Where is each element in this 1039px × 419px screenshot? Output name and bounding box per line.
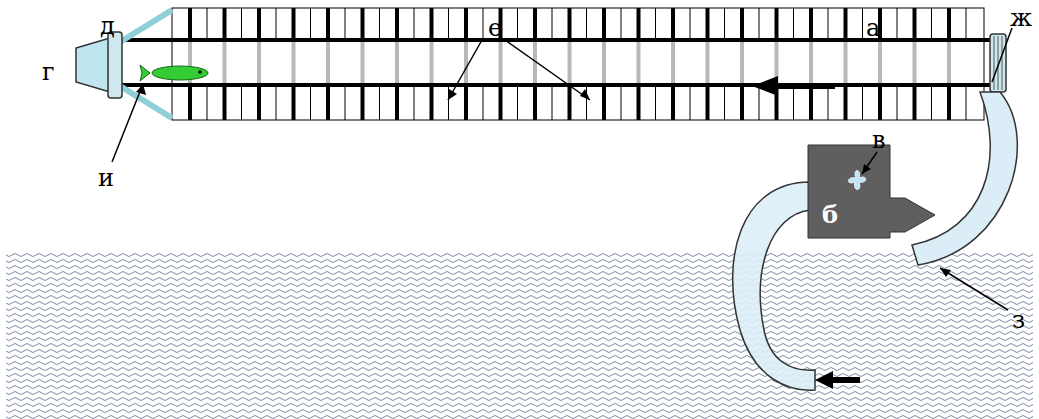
callout-letter: е <box>488 16 502 40</box>
cone <box>76 38 110 92</box>
pump-body: б <box>808 145 890 238</box>
fish <box>140 65 208 81</box>
callout-letter: ж <box>1010 6 1032 30</box>
callout-letter: в <box>872 128 886 152</box>
hose <box>912 92 1017 265</box>
support <box>120 10 172 42</box>
callout-letter: г <box>42 60 55 84</box>
callout-letter: а <box>866 16 880 40</box>
support <box>120 86 172 118</box>
hose <box>733 182 815 390</box>
flange <box>990 34 1006 92</box>
callout-letter: з <box>1012 308 1025 332</box>
callout-letter: д <box>100 14 115 38</box>
water <box>6 253 1033 419</box>
pump <box>808 145 935 238</box>
flange <box>108 32 122 98</box>
grid-band <box>172 8 984 120</box>
callout-letter: и <box>98 166 114 190</box>
part-letter: б <box>822 203 838 227</box>
